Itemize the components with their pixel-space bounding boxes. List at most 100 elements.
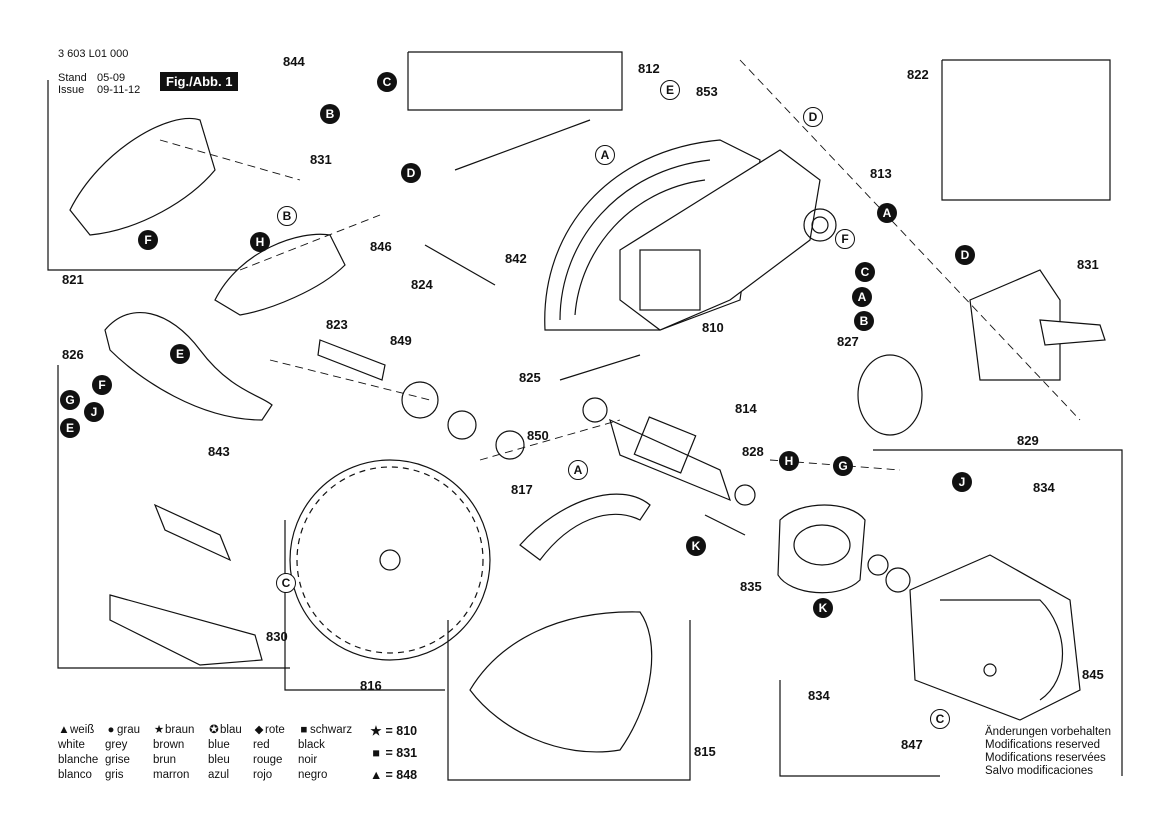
- figure-label: Fig./Abb. 1: [160, 72, 239, 91]
- motor-housing: [909, 554, 1081, 721]
- legend-symbol: ●: [107, 724, 115, 736]
- legend-en: white: [58, 739, 85, 751]
- callout-marker: J: [952, 472, 972, 492]
- armature: [609, 418, 731, 502]
- handle-half-shell: [69, 118, 216, 236]
- part-label: 828: [742, 444, 764, 459]
- note-line: Salvo modificaciones: [985, 765, 1094, 777]
- callout-marker: K: [813, 598, 833, 618]
- callout-marker: G: [833, 456, 853, 476]
- callout-marker: J: [84, 402, 104, 422]
- key-value: = 810: [385, 724, 418, 738]
- callout-marker: C: [276, 573, 296, 593]
- legend-col-blue: ✪blau blue bleu azul: [208, 723, 242, 783]
- legend-es: negro: [298, 769, 328, 781]
- part-label: 823: [326, 317, 348, 332]
- part-label: 849: [390, 333, 412, 348]
- part-label: 845: [1082, 667, 1104, 682]
- legend-en: red: [253, 739, 270, 751]
- callout-marker: C: [930, 709, 950, 729]
- legend-fr: grise: [105, 754, 130, 766]
- legend-col-red: ◆rote red rouge rojo: [253, 723, 285, 783]
- callout-marker: B: [277, 206, 297, 226]
- saw-blade: [289, 459, 491, 661]
- legend-en: brown: [153, 739, 185, 751]
- callout-marker: A: [852, 287, 872, 307]
- key-value: = 848: [385, 768, 418, 782]
- callout-marker: D: [401, 163, 421, 183]
- part-label: 843: [208, 444, 230, 459]
- gear-housing: [619, 149, 821, 331]
- callout-marker: B: [854, 311, 874, 331]
- callout-marker: D: [803, 107, 823, 127]
- part-label: 812: [638, 61, 660, 76]
- callout-marker: B: [320, 104, 340, 124]
- brush-ring: [857, 354, 923, 436]
- legend-symbol: ★: [153, 724, 165, 736]
- legend-fr: noir: [298, 754, 318, 766]
- part-label: 814: [735, 401, 757, 416]
- legend-es: azul: [208, 769, 230, 781]
- frame-815: [447, 620, 691, 781]
- part-label: 824: [411, 277, 433, 292]
- legend-de: rote: [265, 724, 285, 736]
- part-label: 831: [310, 152, 332, 167]
- legend-de: braun: [165, 724, 195, 736]
- legend-de: weiß: [70, 724, 95, 736]
- legend-symbol: ▲: [58, 724, 70, 736]
- part-label: 816: [360, 678, 382, 693]
- legend-fr: brun: [153, 754, 177, 766]
- legend-symbol: ■: [300, 724, 308, 736]
- field-coil: [777, 504, 866, 594]
- frame-829: [873, 449, 1123, 776]
- legend-es: blanco: [58, 769, 92, 781]
- frame-847: [779, 680, 940, 777]
- callout-marker: C: [377, 72, 397, 92]
- legend-col-white: ▲weiß white blanche blanco: [58, 723, 98, 783]
- handle-lower: [104, 312, 273, 421]
- callout-marker: A: [568, 460, 588, 480]
- legend-symbol: ✪: [209, 724, 219, 736]
- part-label: 831: [1077, 257, 1099, 272]
- key-symbol: ■: [372, 746, 380, 760]
- legend-es: marron: [153, 769, 190, 781]
- frame-812: [407, 51, 623, 111]
- callout-marker: G: [60, 390, 80, 410]
- legend-fr: rouge: [253, 754, 283, 766]
- part-label: 821: [62, 272, 84, 287]
- legend-symbol: ◆: [254, 724, 264, 736]
- frame-826: [57, 365, 290, 669]
- legend-col-black: ■schwarz black noir negro: [298, 723, 352, 783]
- modifications-note: Änderungen vorbehalten Modifications res…: [985, 726, 1111, 778]
- lower-blade-guard: [469, 611, 653, 753]
- callout-marker: F: [92, 375, 112, 395]
- symbol-key: ★ = 810 ■ = 831 ▲ = 848: [370, 720, 417, 786]
- stand-date: 05-09: [97, 72, 126, 84]
- handle-grip: [214, 233, 346, 316]
- part-label: 810: [702, 320, 724, 335]
- part-label: 834: [808, 688, 830, 703]
- part-label: 834: [1033, 480, 1055, 495]
- part-label: 815: [694, 744, 716, 759]
- callout-marker: D: [955, 245, 975, 265]
- key-value: = 831: [385, 746, 418, 760]
- legend-col-brown: ★braun brown brun marron: [153, 723, 194, 783]
- callout-marker: H: [250, 232, 270, 252]
- part-label: 847: [901, 737, 923, 752]
- frame-821: [47, 80, 240, 271]
- stand-label: Stand: [58, 72, 87, 84]
- switch-plate: [109, 594, 263, 666]
- issue-label: Issue: [58, 84, 85, 96]
- legend-col-grey: ●grau grey grise gris: [105, 723, 140, 783]
- callout-marker: E: [60, 418, 80, 438]
- callout-marker: E: [170, 344, 190, 364]
- doc-number: 3 603 L01 000: [58, 48, 129, 60]
- callout-marker: K: [686, 536, 706, 556]
- legend-de: schwarz: [310, 724, 353, 736]
- legend-en: blue: [208, 739, 230, 751]
- callout-marker: H: [779, 451, 799, 471]
- spindle-shaft: [317, 339, 386, 381]
- part-label: 842: [505, 251, 527, 266]
- legend-en: black: [298, 739, 325, 751]
- part-label: 825: [519, 370, 541, 385]
